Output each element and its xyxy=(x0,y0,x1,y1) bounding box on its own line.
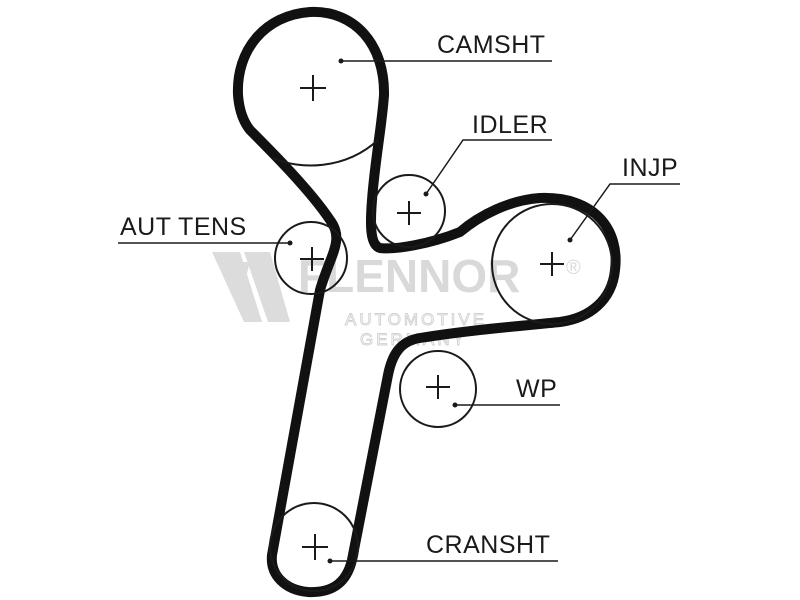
idler-center-mark xyxy=(397,201,421,225)
pulleys xyxy=(269,139,613,592)
idler-label: IDLER xyxy=(472,111,549,139)
injection-pump-label: INJP xyxy=(622,154,679,182)
camshaft-leader-dot xyxy=(338,58,344,64)
flennor-watermark: FLENNOR ® AUTOMOTIVE GERMANY xyxy=(212,250,581,349)
crankshaft-leader-dot xyxy=(327,558,333,564)
auto-tensioner-label: AUT TENS xyxy=(120,213,247,241)
idler-leader xyxy=(425,139,552,195)
injection-pump-leader-dot xyxy=(567,237,573,243)
auto-tensioner-leader-dot xyxy=(287,240,293,246)
water-pump-center-mark xyxy=(426,375,450,399)
water-pump-leader-dot xyxy=(452,402,458,408)
water-pump-pulley xyxy=(399,350,477,428)
crankshaft-pulley xyxy=(269,502,359,592)
injection-pump-pulley xyxy=(491,203,613,325)
injection-pump-center-mark xyxy=(540,252,564,276)
leader-dots xyxy=(287,58,573,564)
crankshaft-label: CRANSHT xyxy=(426,531,551,559)
auto-tensioner-center-mark xyxy=(300,247,324,271)
watermark-automotive: AUTOMOTIVE xyxy=(345,310,487,329)
timing-belt xyxy=(232,6,621,598)
camshaft-label: CAMSHT xyxy=(437,31,546,59)
pulley-center-marks xyxy=(300,75,564,560)
leader-lines xyxy=(118,60,680,562)
auto-tensioner-pulley xyxy=(274,221,348,295)
camshaft-center-mark xyxy=(300,75,326,101)
crankshaft-center-mark xyxy=(302,534,328,560)
water-pump-label: WP xyxy=(516,375,558,403)
watermark-registered-mark: ® xyxy=(566,257,581,279)
idler-leader-dot xyxy=(423,191,429,197)
injection-pump-leader xyxy=(569,183,680,241)
flennor-logo-mark xyxy=(212,252,290,322)
idler-pulley xyxy=(372,174,446,248)
camshaft-pulley-inner-arc xyxy=(272,139,379,167)
